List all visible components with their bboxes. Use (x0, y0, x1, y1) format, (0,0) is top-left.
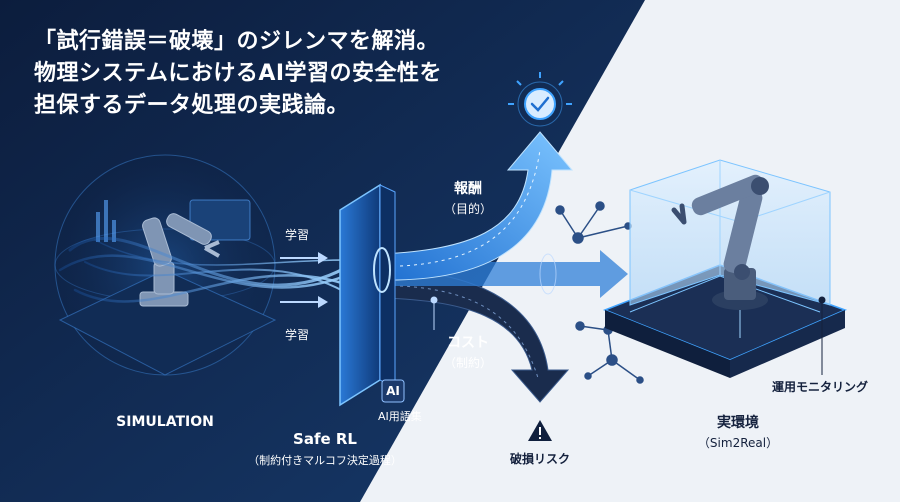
reward-title: 報酬 (454, 181, 482, 197)
safe-rl-title: Safe RL (293, 430, 357, 448)
check-circle-icon (508, 72, 572, 127)
cost-connector (430, 296, 438, 330)
monitoring-connector (818, 296, 826, 375)
headline-line-2: 物理システムにおけるAI学習の安全性を (34, 61, 443, 86)
safe-rl-gate (339, 183, 396, 407)
network-graph (555, 201, 644, 384)
monitoring-label: 運用モニタリング (772, 380, 869, 394)
learn-label-top: 学習 (285, 228, 310, 242)
reward-arrow (379, 131, 574, 281)
risk-label: 破損リスク (509, 452, 571, 466)
reward-subtitle: （目的） (443, 202, 493, 216)
real-environment-title: 実環境 (717, 415, 759, 431)
simulation-data-stream (58, 236, 347, 303)
dark-background (0, 0, 645, 502)
learn-arrow-bottom (280, 296, 328, 308)
headline-line-1: 「試行錯誤＝破壊」のジレンマを解消。 (34, 29, 440, 54)
cost-subtitle: （制約） (443, 356, 493, 370)
headline: 「試行錯誤＝破壊」のジレンマを解消。 物理システムにおけるAI学習の安全性を 担… (34, 26, 554, 122)
real-environment-subtitle: （Sim2Real） (697, 436, 779, 450)
safe-rl-subtitle: （制約付きマルコフ決定過程） (248, 454, 402, 467)
cost-title: コスト (447, 335, 489, 351)
glossary-label: AI用語集 (378, 410, 422, 423)
warning-icon (528, 420, 552, 441)
ai-glossary-badge (381, 379, 405, 403)
glass-cube (629, 159, 831, 338)
learn-label-bottom: 学習 (285, 328, 310, 342)
ai-badge-text: AI (386, 384, 400, 398)
learn-arrow-top (280, 252, 328, 264)
simulation-label: SIMULATION (116, 414, 214, 430)
headline-line-3: 担保するデータ処理の実践論。 (34, 93, 350, 118)
real-robot-arm (671, 174, 769, 310)
